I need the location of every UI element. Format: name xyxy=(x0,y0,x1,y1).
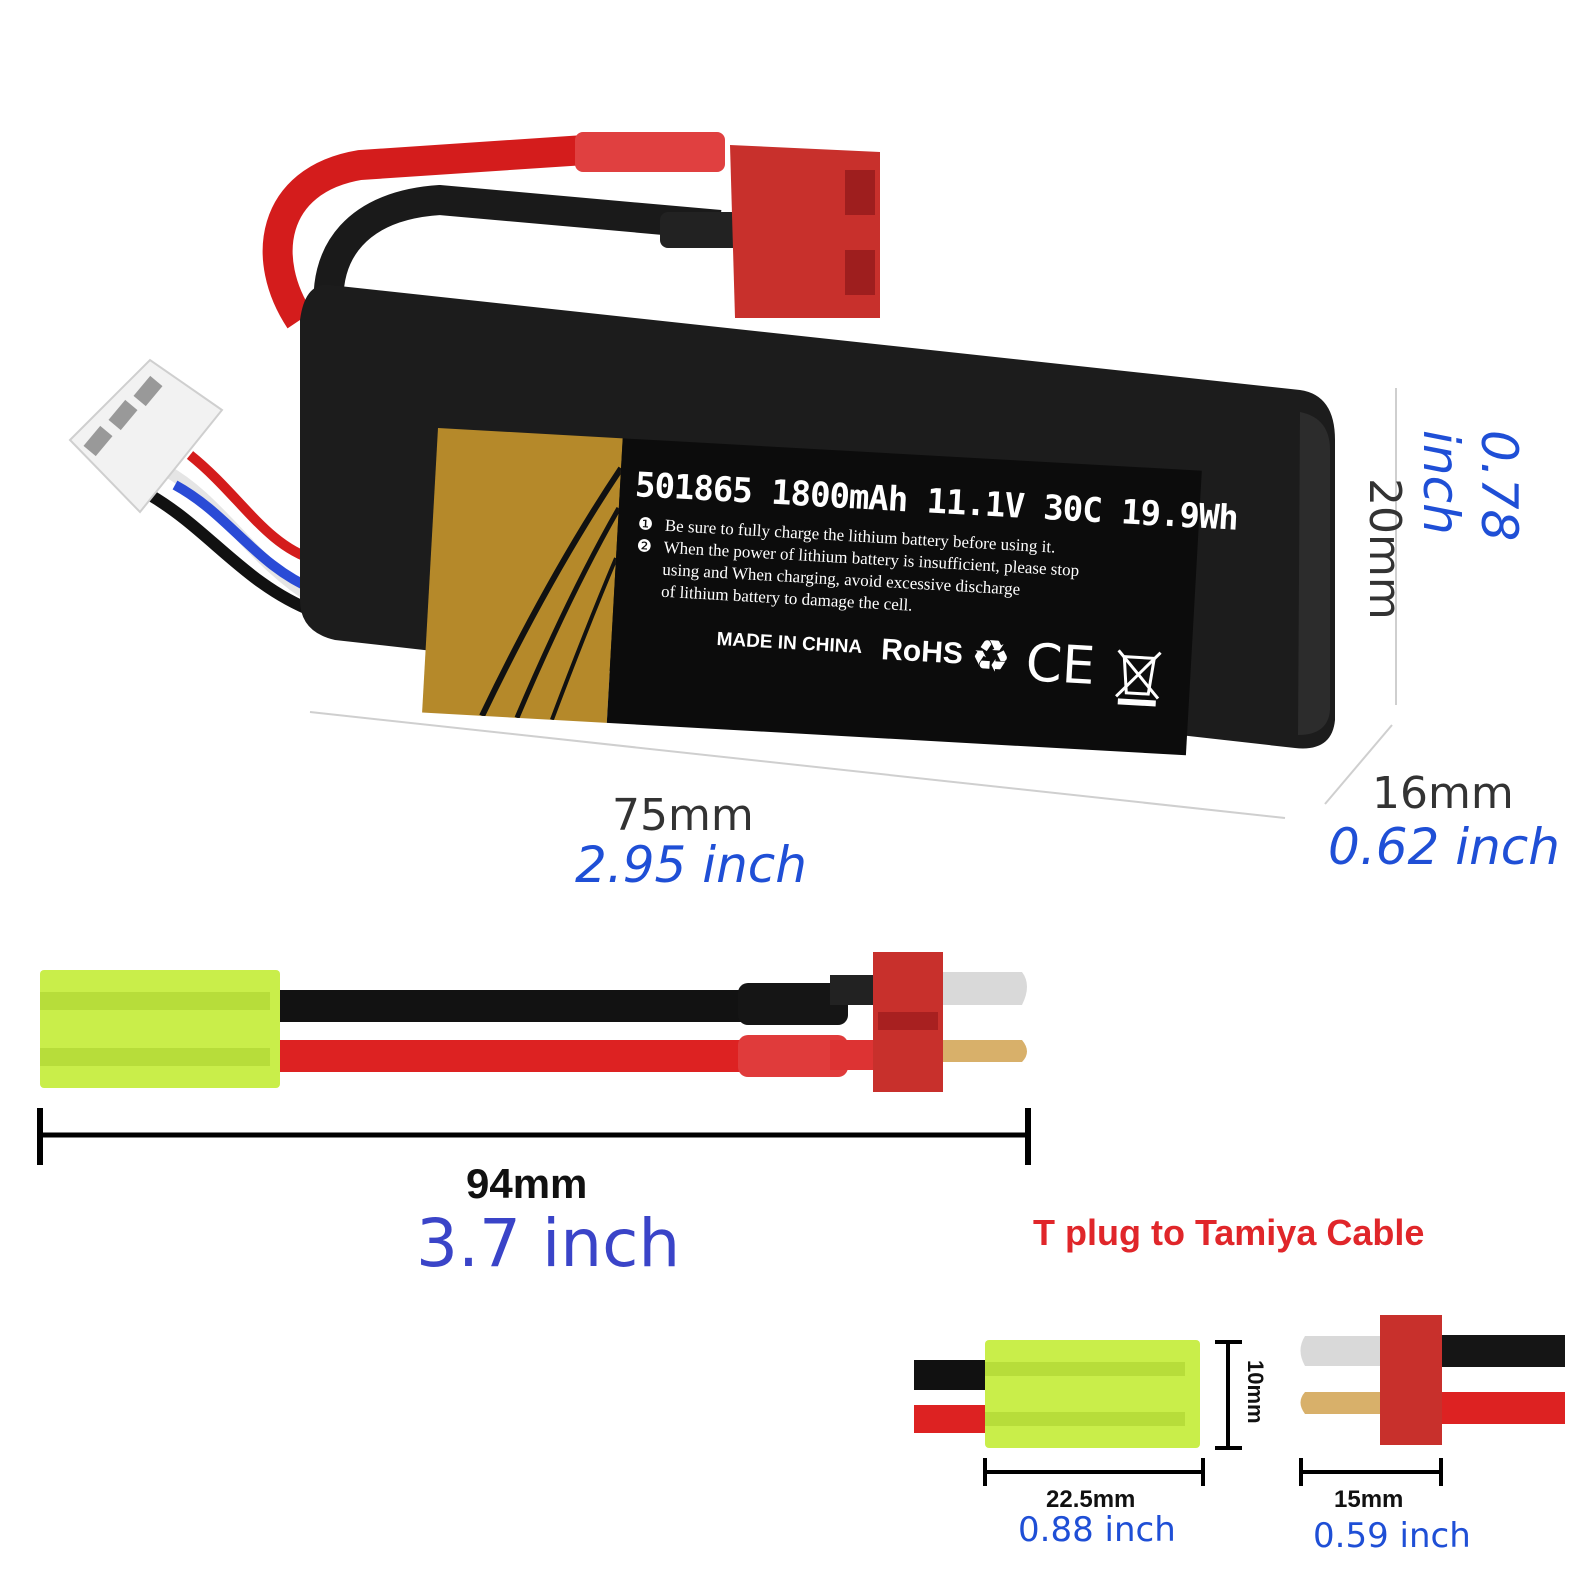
detail-t-plug xyxy=(1380,1315,1442,1445)
t-plug-pin-top xyxy=(943,972,1027,1005)
tplug-width-mm-label: 15mm xyxy=(1334,1486,1404,1513)
note-1-marker: ❶ xyxy=(637,514,654,535)
battery-red-sleeve xyxy=(575,132,725,172)
note-2-marker: ❷ xyxy=(636,536,653,557)
detail-tamiya-connector xyxy=(985,1340,1200,1448)
battery-t-plug xyxy=(730,145,880,318)
rohs-mark: RoHS xyxy=(880,633,964,671)
label-gold-stripe xyxy=(422,428,623,723)
ce-mark: CE xyxy=(1024,633,1097,697)
cable-tamiya-connector xyxy=(40,970,280,1088)
tplug-width-inch-label: 0.59 inch xyxy=(1313,1516,1471,1556)
length-dimension-line xyxy=(309,711,1286,819)
depth-inch-label: 0.62 inch xyxy=(1328,818,1560,876)
battery-red-wire xyxy=(262,135,586,329)
length-inch-label: 2.95 inch xyxy=(575,836,807,894)
tamiya-width-inch-label: 0.88 inch xyxy=(1018,1510,1176,1550)
battery-label: 501865 1800mAh 11.1V 30C 19.9Wh ❶ Be sur… xyxy=(422,428,1239,756)
recycle-icon: ♻ xyxy=(969,631,1012,683)
balance-plug xyxy=(68,358,224,514)
height-inch-label: 0.78 inch xyxy=(1412,430,1528,542)
depth-dimension-line xyxy=(1324,724,1393,805)
weee-bin-icon xyxy=(1112,646,1165,709)
t-plug-pin-bottom xyxy=(943,1040,1027,1062)
tamiya-width-mm-label: 22.5mm xyxy=(1046,1486,1136,1513)
tamiya-height-label: 10mm xyxy=(1243,1360,1268,1424)
battery-black-sleeve xyxy=(660,212,750,248)
cable-length-mm-label: 94mm xyxy=(466,1160,588,1207)
cable-length-inch-label: 3.7 inch xyxy=(416,1205,681,1282)
height-mm-label: 20mm xyxy=(1359,478,1410,620)
depth-mm-label: 16mm xyxy=(1372,768,1514,819)
length-mm-label: 75mm xyxy=(612,790,754,841)
cable-red-wire xyxy=(280,1040,750,1072)
cable-title: T plug to Tamiya Cable xyxy=(1033,1212,1425,1253)
cable-black-wire xyxy=(280,990,750,1022)
